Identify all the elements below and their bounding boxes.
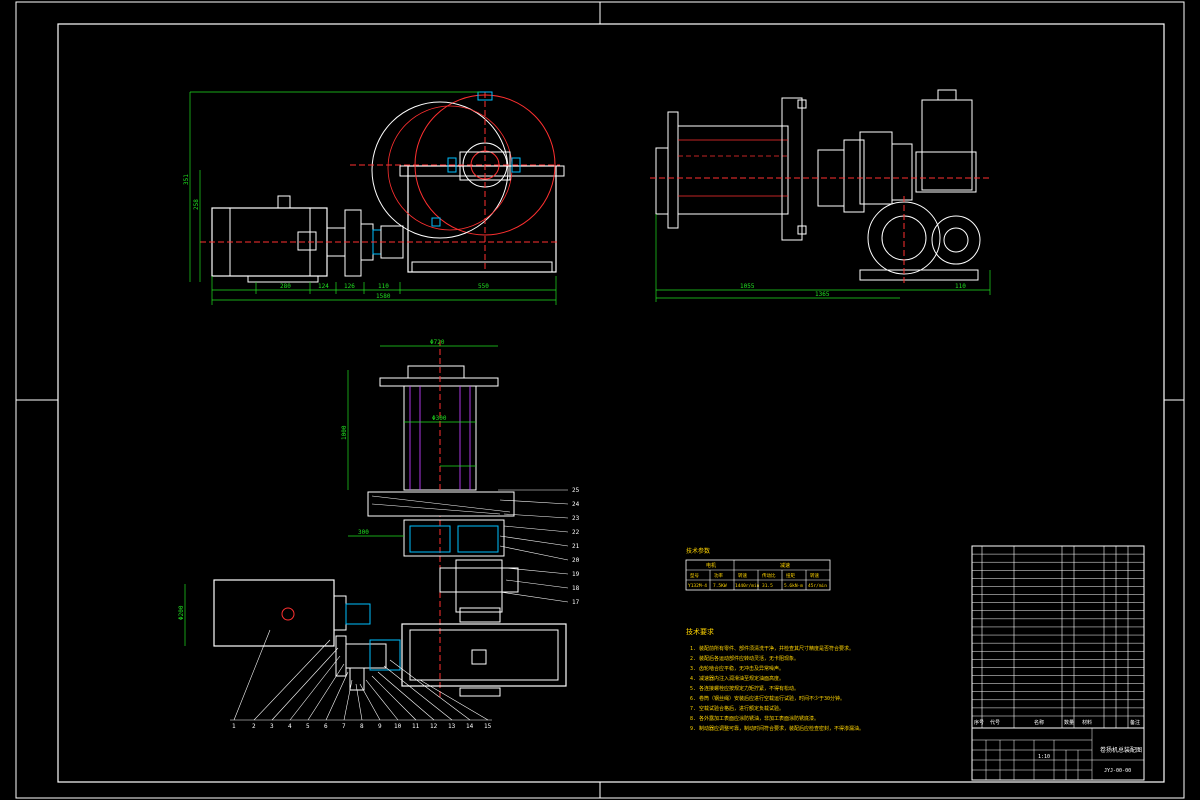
drawing-scale: 1:10: [1038, 754, 1050, 760]
dim-height-shaft: 258: [193, 199, 200, 210]
tech-req-line-7: 7. 空载试验合格后，进行额定负载试验。: [690, 705, 784, 712]
dim-height-overall: 351: [183, 174, 190, 185]
spec-r2-c6: 45r/min: [808, 583, 827, 589]
spec-header-reducer: 减速: [780, 562, 790, 569]
spec-r1-c3: 转速: [738, 572, 747, 579]
dim-side-3: 110: [955, 283, 966, 290]
spec-r2-c4: 31.5: [762, 583, 773, 589]
balloon-5: 5: [306, 723, 310, 730]
spec-r1-c1: 型号: [690, 572, 699, 579]
drawing-number: JYJ-00-00: [1104, 768, 1131, 774]
dim-front-4: 110: [378, 283, 389, 290]
tech-req-line-9: 9. 制动器应调整可靠，制动时间符合要求，装配后应检查密封，不得渗漏油。: [690, 725, 864, 732]
parts-list: 序号 代号 名称 数量 材料 备注: [971, 545, 1145, 729]
callout-20: 20: [572, 557, 580, 564]
gearbox-housing: [407, 165, 557, 273]
tech-req-title: 技术要求: [686, 627, 714, 636]
tech-req-line-6: 6. 卷筒（钢丝绳）安装后应进行空载运行试验，时间不少于30分钟。: [690, 695, 845, 702]
balloon-11: 11: [412, 723, 420, 730]
balloon-13: 13: [448, 723, 456, 730]
dim-front-2: 124: [318, 283, 329, 290]
balloon-7: 7: [342, 723, 346, 730]
spec-r2-c1: Y132M-4: [688, 583, 707, 589]
parts-header-qty: 数量: [1064, 719, 1074, 726]
side-view: 1055 1365 110: [650, 89, 991, 302]
balloon-15: 15: [484, 723, 492, 730]
dim-plan-1: Φ720: [430, 339, 445, 346]
spec-r2-c5: 5.6kN·m: [784, 583, 803, 589]
callout-21: 21: [572, 543, 580, 550]
tech-req-line-1: 1. 装配前所有零件、部件须清洗干净，并检查其尺寸精度是否符合要求。: [690, 645, 854, 652]
balloon-10: 10: [394, 723, 402, 730]
spec-r1-c6: 转速: [810, 572, 819, 579]
parts-header-name: 名称: [1034, 719, 1044, 726]
parts-header-code: 代号: [990, 719, 1000, 726]
callout-24: 24: [572, 501, 580, 508]
spec-table: 技术参数 电机 减速 型号 功率 转速 传动比 扭矩 转速 Y132M-4 7.…: [685, 547, 831, 591]
balloon-6: 6: [324, 723, 328, 730]
dim-side-1: 1055: [740, 283, 755, 290]
tech-req-line-2: 2. 装配后各运动部件应转动灵活，无卡阻现象。: [690, 655, 799, 662]
balloon-4: 4: [288, 723, 292, 730]
balloon-3: 3: [270, 723, 274, 730]
balloon-8: 8: [360, 723, 364, 730]
dim-plan-3: 1000: [341, 425, 348, 440]
spec-table-title: 技术参数: [686, 547, 710, 555]
title-block: 卷扬机总装配图 JYJ-00-00 1:10: [971, 727, 1145, 781]
centering-marks: [16, 2, 1184, 798]
inner-frame: [57, 23, 1165, 783]
callout-19: 19: [572, 571, 580, 578]
spec-header-motor: 电机: [706, 562, 716, 569]
tech-req-line-5: 5. 各连接螺栓应按规定力矩拧紧，不得有松动。: [690, 685, 799, 692]
dim-front-total: 1580: [376, 293, 391, 300]
parts-header-material: 材料: [1082, 719, 1092, 726]
parts-header-no: 序号: [974, 719, 984, 726]
callout-17: 17: [572, 599, 580, 606]
balloon-14: 14: [466, 723, 474, 730]
tech-req-line-8: 8. 各外露加工表面应涂防锈油，非加工表面涂防锈底漆。: [690, 715, 819, 722]
callout-22: 22: [572, 529, 580, 536]
dim-side-2: 1365: [815, 291, 830, 298]
dim-plan-2: Φ300: [432, 415, 447, 422]
parts-header-note: 备注: [1130, 719, 1140, 726]
spec-r1-c5: 扭矩: [786, 572, 795, 579]
dim-front-3: 126: [344, 283, 355, 290]
callout-23: 23: [572, 515, 580, 522]
callout-18: 18: [572, 585, 580, 592]
outer-frame: [15, 1, 1185, 799]
front-view: 351 258 280 124 126 110 550 1580: [183, 91, 565, 305]
callout-25: 25: [572, 487, 580, 494]
plan-gearbox: [401, 623, 567, 687]
balloon-1: 1: [232, 723, 236, 730]
spec-r2-c2: 7.5KW: [713, 583, 727, 589]
plan-view: Φ720 Φ300 1000 300 Φ200: [178, 339, 580, 730]
spec-r1-c4: 传动比: [762, 572, 776, 579]
tech-req-line-4: 4. 减速器内注入润滑油至规定油面高度。: [690, 675, 784, 682]
drawing-name: 卷扬机总装配图: [1100, 746, 1142, 754]
balloon-12: 12: [430, 723, 438, 730]
dim-plan-4: 300: [358, 529, 369, 536]
plan-motor: [213, 579, 335, 647]
spec-r1-c2: 功率: [714, 572, 723, 579]
spec-r2-c3: 1440r/min: [735, 583, 760, 589]
tech-req-line-3: 3. 齿轮啮合应平稳，无冲击及异常噪声。: [690, 665, 784, 672]
tech-requirements: 技术要求 1. 装配前所有零件、部件须清洗干净，并检查其尺寸精度是否符合要求。 …: [686, 627, 864, 732]
balloon-9: 9: [378, 723, 382, 730]
balloon-2: 2: [252, 723, 256, 730]
dim-front-1: 280: [280, 283, 291, 290]
dim-plan-5: Φ200: [178, 605, 185, 620]
dim-front-5: 550: [478, 283, 489, 290]
